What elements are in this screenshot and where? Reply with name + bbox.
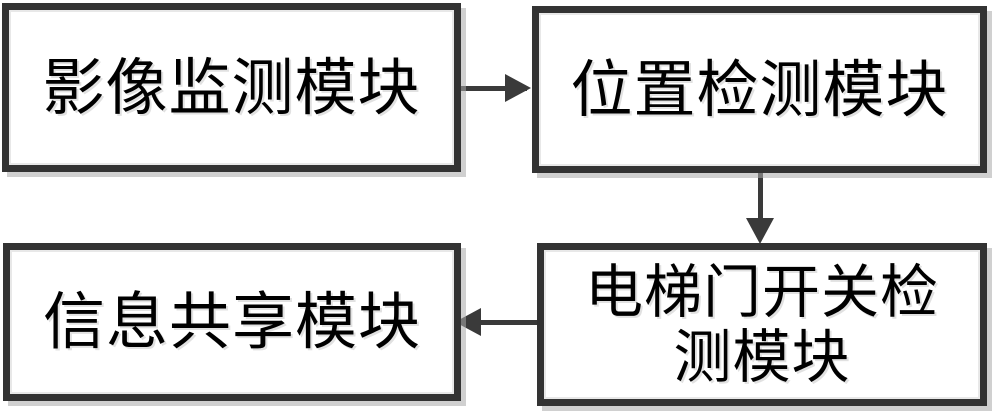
arrow-right-icon xyxy=(505,74,531,102)
connector-image-to-position-line xyxy=(461,86,527,91)
node-image-monitoring-module[interactable]: 影像监测模块 xyxy=(2,3,461,172)
node-position-detection-module[interactable]: 位置检测模块 xyxy=(532,6,987,173)
node-information-sharing-module-inner: 信息共享模块 xyxy=(10,250,454,394)
node-elevator-door-switch-detection-module-inner: 电梯门开关检 测模块 xyxy=(544,250,980,399)
node-position-detection-module-inner: 位置检测模块 xyxy=(539,13,980,166)
node-information-sharing-module-label: 信息共享模块 xyxy=(42,285,421,359)
node-elevator-door-switch-detection-module-label: 电梯门开关检 测模块 xyxy=(584,257,939,391)
arrow-down-icon xyxy=(746,218,774,244)
node-image-monitoring-module-label: 影像监测模块 xyxy=(42,50,421,124)
node-elevator-door-switch-detection-module[interactable]: 电梯门开关检 测模块 xyxy=(537,243,987,406)
connector-position-to-door-line xyxy=(758,172,763,232)
connector-door-to-info-line xyxy=(470,320,540,325)
node-information-sharing-module[interactable]: 信息共享模块 xyxy=(3,243,461,401)
node-image-monitoring-module-inner: 影像监测模块 xyxy=(9,10,454,165)
node-position-detection-module-label: 位置检测模块 xyxy=(570,52,949,126)
